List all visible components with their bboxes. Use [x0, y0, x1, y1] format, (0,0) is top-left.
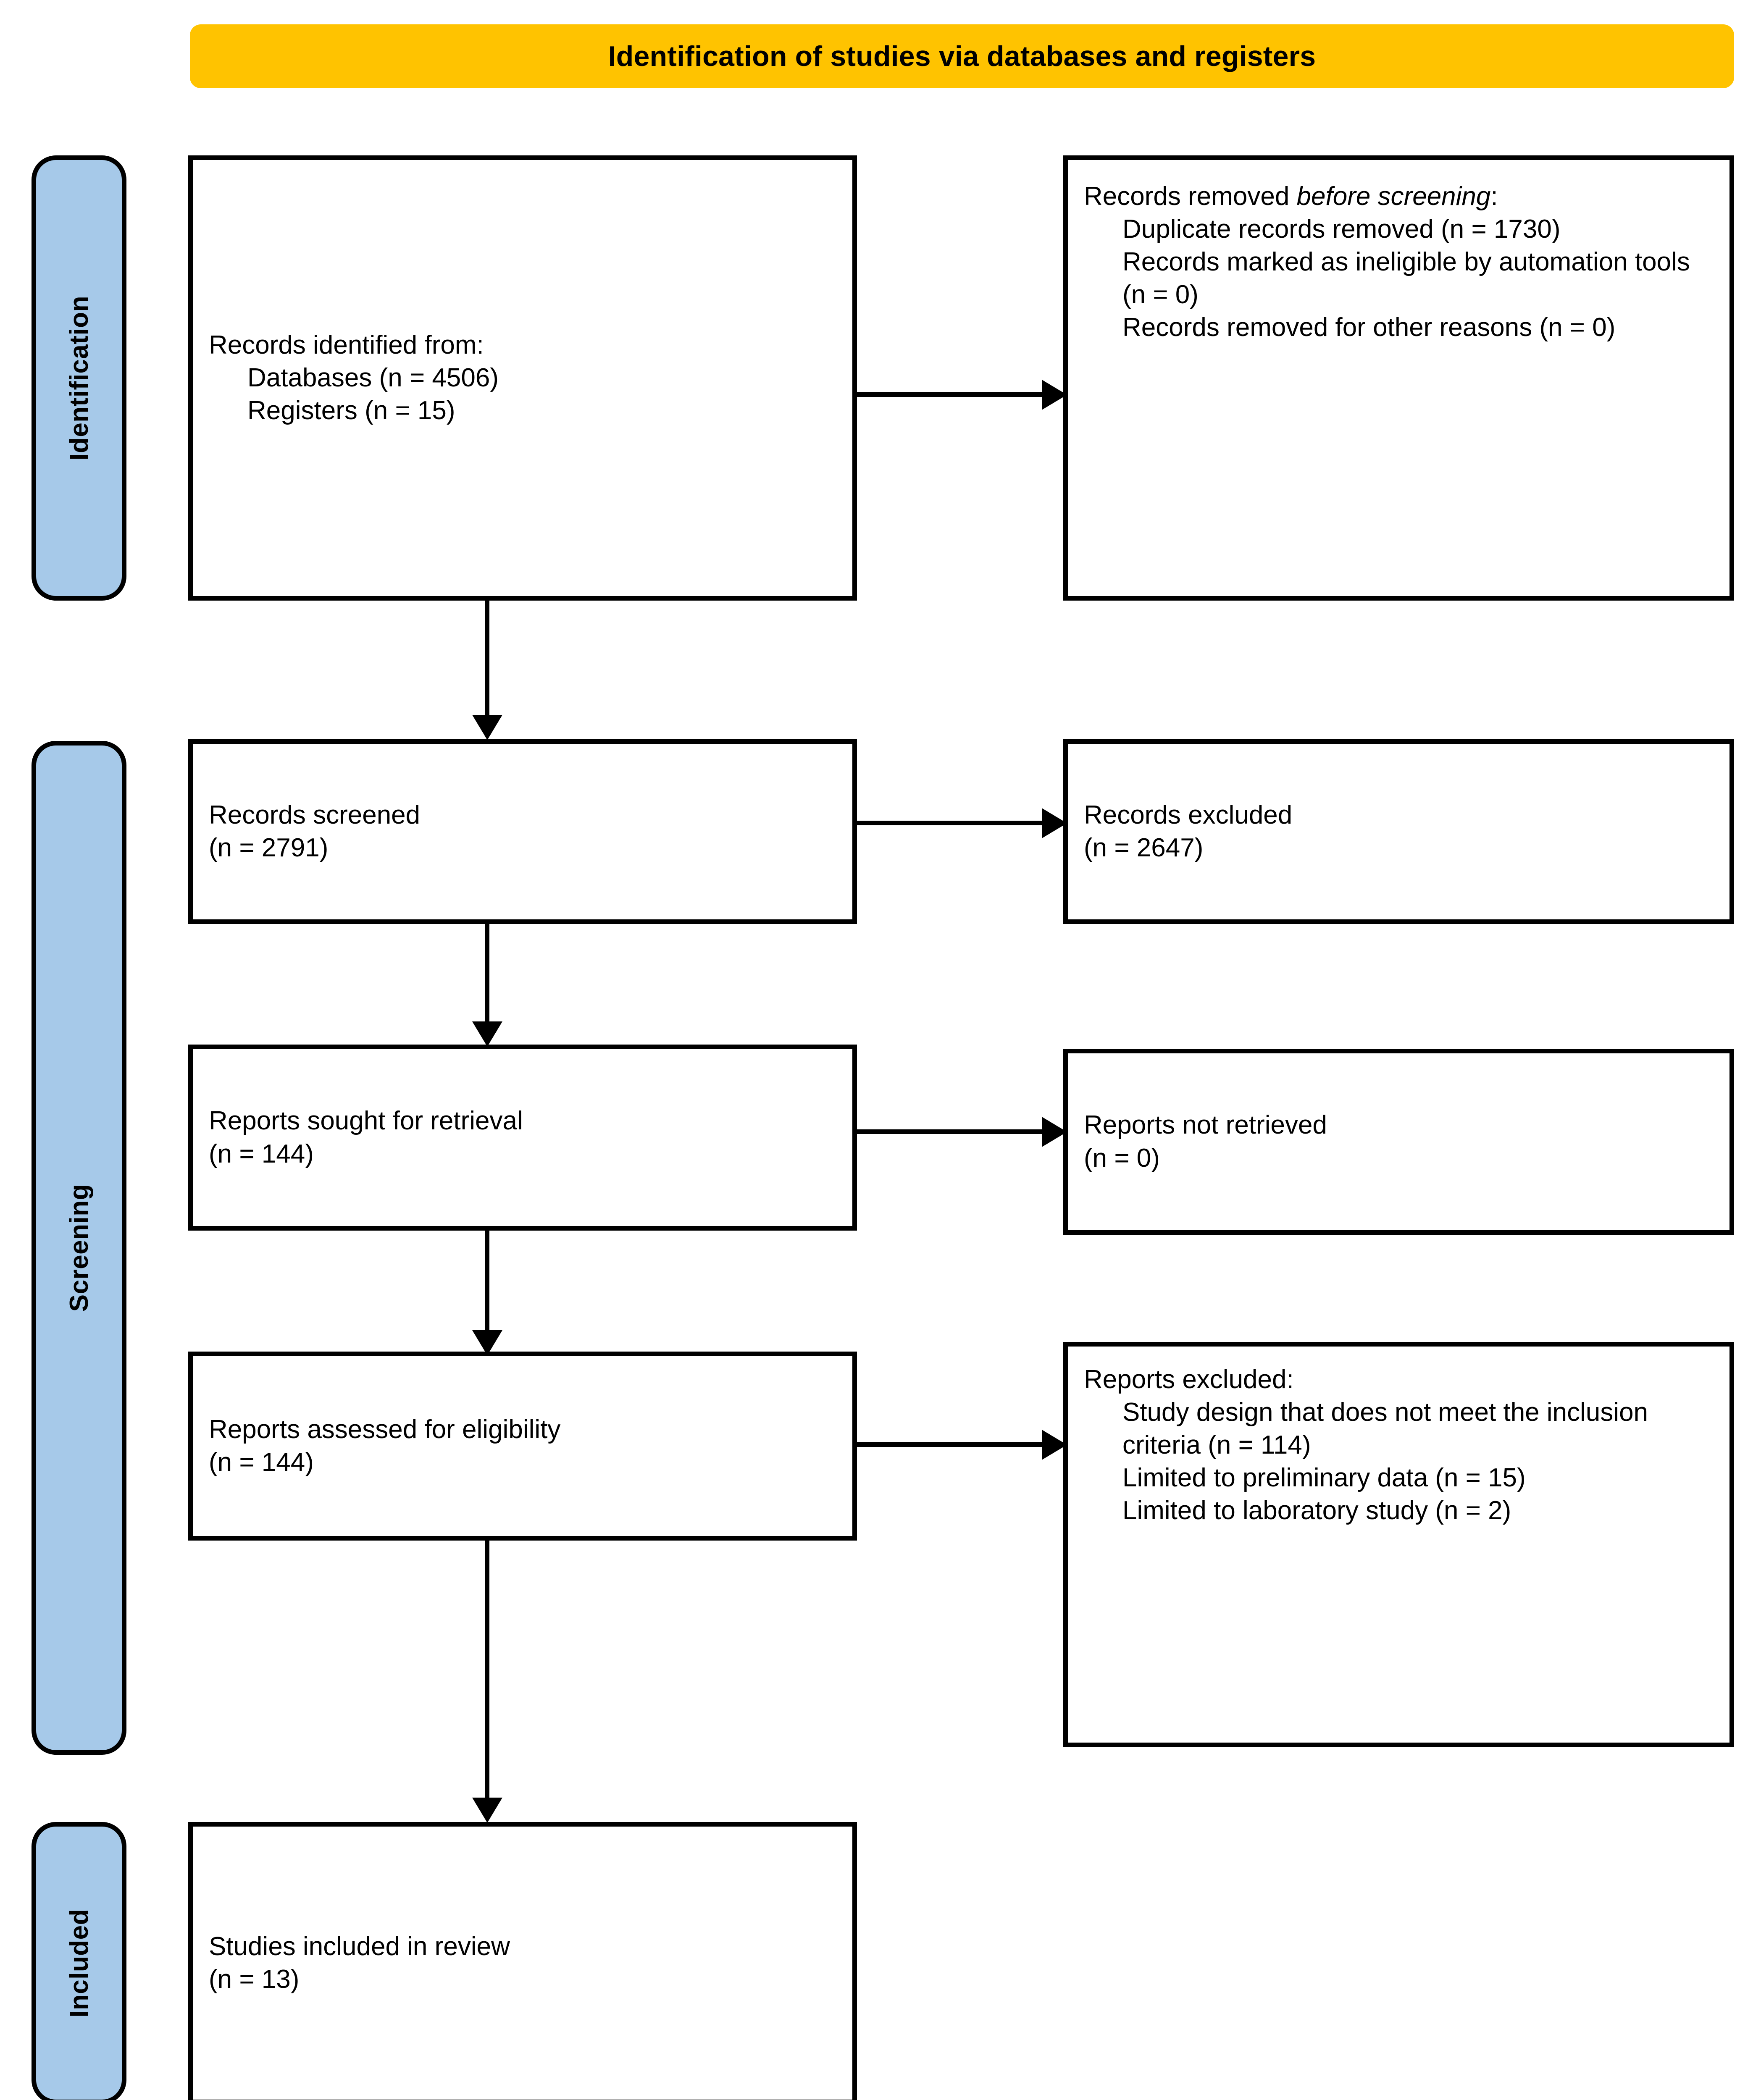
arrow-head: [1042, 380, 1067, 410]
arrow-shaft: [485, 924, 489, 1021]
box-reports-assessed: Reports assessed for eligibility (n = 14…: [188, 1352, 857, 1541]
arrow-shaft: [857, 392, 1042, 397]
reports-excluded-line-1: Reports excluded:: [1084, 1365, 1294, 1394]
stage-label-identification: Identification: [32, 155, 126, 601]
records-excluded-line-2: (n = 2647): [1084, 833, 1204, 862]
records-removed-italic: before screening: [1296, 182, 1491, 211]
reports-not-retrieved-line-1: Reports not retrieved: [1084, 1110, 1327, 1140]
reports-sought-line-2: (n = 144): [209, 1139, 314, 1168]
arrow-head: [472, 1021, 502, 1047]
box-records-screened: Records screened (n = 2791): [188, 739, 857, 924]
records-excluded-line-1: Records excluded: [1084, 800, 1293, 830]
reports-excluded-line-2: Study design that does not meet the incl…: [1122, 1398, 1656, 1460]
arrow-shaft: [857, 1129, 1042, 1134]
records-removed-line-4: Records removed for other reasons (n = 0…: [1122, 313, 1616, 342]
reports-assessed-line-1: Reports assessed for eligibility: [209, 1415, 561, 1444]
studies-included-line-1: Studies included in review: [209, 1932, 510, 1961]
box-records-identified: Records identified from: Databases (n = …: [188, 155, 857, 601]
records-removed-suffix: :: [1490, 182, 1498, 211]
records-identified-line-3: Registers (n = 15): [247, 396, 455, 425]
arrow-head: [472, 1330, 502, 1355]
records-identified-line-1: Records identified from:: [209, 330, 484, 360]
records-removed-prefix: Records removed: [1084, 182, 1297, 211]
stage-label-included: Included: [32, 1822, 126, 2100]
records-identified-line-2: Databases (n = 4506): [247, 363, 499, 392]
arrow-head: [1042, 1430, 1067, 1460]
arrow-shaft: [485, 601, 489, 715]
stage-label-screening: Screening: [32, 741, 126, 1755]
arrow-head: [1042, 1117, 1067, 1147]
records-screened-line-1: Records screened: [209, 800, 421, 830]
studies-included-line-2: (n = 13): [209, 1965, 300, 1994]
page-title: Identification of studies via databases …: [608, 40, 1316, 72]
arrow-shaft: [857, 1442, 1042, 1447]
reports-excluded-line-3: Limited to preliminary data (n = 15): [1122, 1463, 1526, 1493]
reports-sought-line-1: Reports sought for retrieval: [209, 1106, 523, 1136]
arrow-shaft: [485, 1541, 489, 1798]
box-reports-sought: Reports sought for retrieval (n = 144): [188, 1045, 857, 1231]
records-removed-line-2: Duplicate records removed (n = 1730): [1122, 215, 1561, 244]
records-screened-line-2: (n = 2791): [209, 833, 329, 862]
arrow-shaft: [857, 821, 1042, 825]
stage-label-identification-text: Identification: [64, 295, 94, 461]
records-removed-line-3: Records marked as ineligible by automati…: [1122, 247, 1698, 310]
arrow-head: [472, 1798, 502, 1823]
reports-not-retrieved-line-2: (n = 0): [1084, 1143, 1160, 1173]
box-records-excluded: Records excluded (n = 2647): [1063, 739, 1734, 924]
box-studies-included: Studies included in review (n = 13): [188, 1822, 857, 2100]
box-reports-not-retrieved: Reports not retrieved (n = 0): [1063, 1049, 1734, 1235]
arrow-shaft: [485, 1231, 489, 1330]
arrow-head: [472, 715, 502, 740]
stage-label-screening-text: Screening: [64, 1184, 94, 1312]
reports-assessed-line-2: (n = 144): [209, 1448, 314, 1477]
box-records-removed: Records removed before screening: Duplic…: [1063, 155, 1734, 601]
records-removed-line-1: Records removed before screening:: [1084, 180, 1714, 213]
header-banner: Identification of studies via databases …: [190, 24, 1734, 88]
box-reports-excluded: Reports excluded: Study design that does…: [1063, 1342, 1734, 1747]
arrow-head: [1042, 808, 1067, 838]
stage-label-included-text: Included: [64, 1908, 94, 2018]
reports-excluded-line-4: Limited to laboratory study (n = 2): [1122, 1496, 1511, 1525]
